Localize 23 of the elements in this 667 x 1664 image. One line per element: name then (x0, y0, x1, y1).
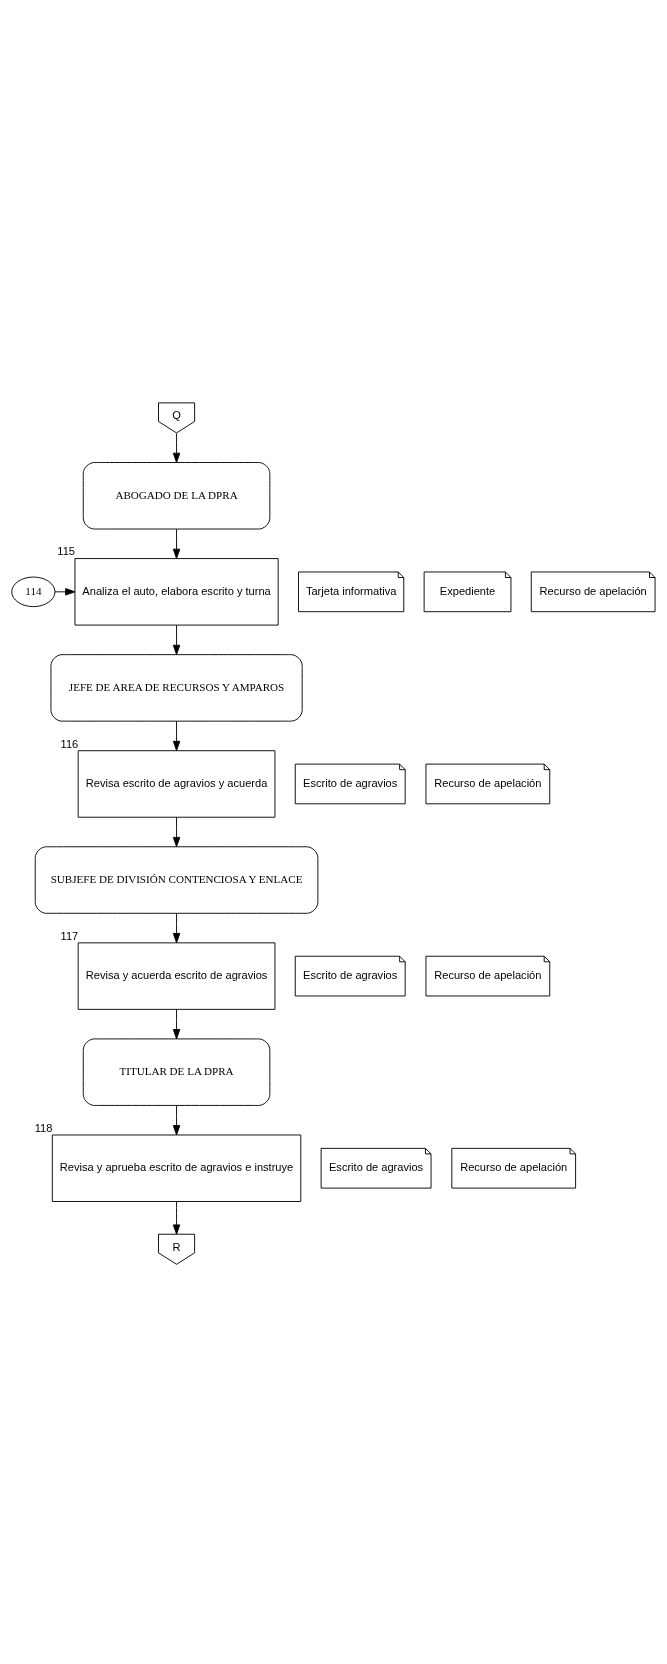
node-label: 117 (60, 929, 79, 942)
node-box: Revisa y acuerda escrito de agravios (77, 942, 276, 1010)
arrow (172, 816, 181, 848)
arrow (172, 1009, 181, 1040)
arrow (172, 1105, 181, 1136)
node-box: ABOGADO DE LA DPRA (82, 462, 271, 530)
node-box: Revisa y aprueba escrito de agravios e instruye (51, 1134, 302, 1202)
arrow (54, 588, 76, 596)
arrow (172, 624, 181, 655)
arrow (172, 1201, 181, 1235)
node-box: TITULAR DE LA DPRA (82, 1038, 271, 1106)
node-box: JEFE DE AREA DE RECURSOS Y AMPAROS (50, 654, 303, 722)
node-ellipse: 114 (11, 576, 56, 608)
node-label: 118 (34, 1121, 53, 1134)
arrow (172, 912, 181, 944)
node-label: 116 (60, 737, 79, 750)
node-box: Analiza el auto, elabora escrito y turna (74, 558, 279, 626)
node-label: 115 (57, 545, 75, 558)
arrow (172, 432, 181, 463)
node-box: Revisa escrito de agravios y acuerda (77, 750, 276, 818)
node-box: SUBJEFE DE DIVISIÓN CONTENCIOSA Y ENLACE (34, 846, 319, 914)
arrow (172, 720, 181, 751)
arrow (172, 528, 181, 559)
